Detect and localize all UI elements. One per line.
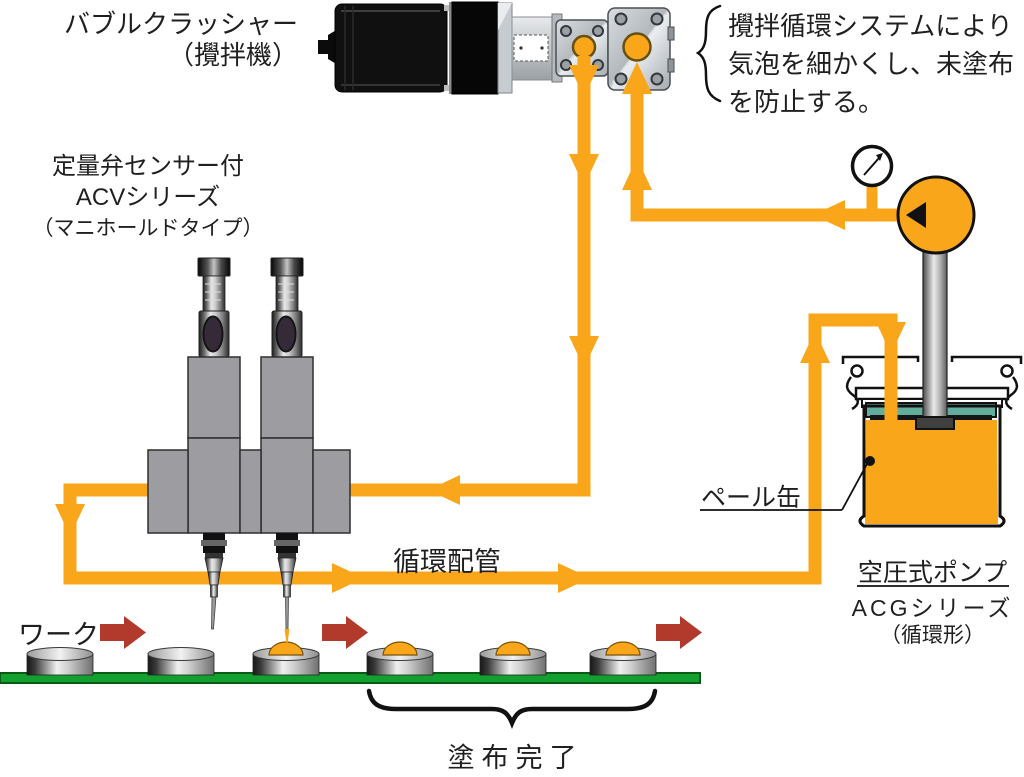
flow-arrow-right-icon: [558, 563, 590, 593]
note-line1: 攪拌循環システムにより: [728, 11, 1013, 41]
workpiece: [252, 641, 320, 676]
coating-dome: [495, 641, 531, 656]
workpiece: [26, 647, 94, 676]
workpiece: [479, 641, 547, 676]
coupling-rail: [497, 2, 553, 94]
pump-label-line2: ACGシリーズ: [851, 595, 1014, 621]
circulation-pipe-label: 循環配管: [393, 547, 501, 577]
dispensed-drop: [284, 629, 290, 647]
manifold-base: [147, 449, 351, 534]
coating-complete-brace: [366, 688, 658, 730]
workpiece: [366, 641, 434, 676]
flow-arrow-up-icon: [800, 331, 830, 363]
flow-arrow-right-icon: [332, 563, 364, 593]
workpiece-row: [26, 641, 657, 676]
direction-arrow-icon: [656, 616, 702, 649]
nozzle-1: [201, 533, 227, 630]
pressure-gauge-icon: [850, 144, 894, 188]
pump-head: [896, 175, 976, 255]
flow-arrow-down-icon: [569, 336, 599, 368]
pail-callout-line: [841, 463, 868, 511]
paint-fill: [865, 420, 998, 524]
needle: [285, 596, 289, 631]
bubble-crusher-label-line2: （攪拌機）: [167, 40, 298, 70]
valve-1: [187, 257, 241, 534]
workpiece: [589, 641, 657, 676]
sensor-window: [202, 315, 224, 353]
motor: [318, 1, 499, 95]
coating-dome: [268, 641, 304, 656]
flow-arrow-up-icon: [622, 158, 652, 190]
direction-arrows: [100, 616, 702, 649]
flow-arrow-down-icon: [569, 154, 599, 186]
pipe-supply: [630, 92, 899, 222]
note-text: 攪拌循環システムにより 気泡を細かくし、未塗布 を防止する。: [728, 7, 1014, 121]
flow-arrow-left-icon: [813, 200, 845, 230]
coating-complete-label: 塗布完了: [447, 743, 584, 773]
acv-valve-label-line1: 定量弁センサー付: [52, 153, 244, 180]
workpiece: [147, 647, 215, 676]
coating-dome: [605, 641, 641, 656]
flow-arrow-left-icon: [428, 475, 460, 505]
flow-arrow-down-icon: [876, 322, 906, 354]
acv-valve-assembly: [147, 257, 351, 647]
pipe-return: [63, 56, 898, 585]
outlet-port: [571, 34, 597, 60]
bubble-crusher-label-line1: バブルクラッシャー: [63, 9, 298, 39]
flow-arrows: [55, 62, 906, 593]
pump-rod: [915, 251, 955, 430]
pump-label-line3: （循環形）: [880, 624, 985, 647]
valve-2: [260, 257, 314, 534]
acv-valve-label-line2: ACVシリーズ: [75, 184, 221, 211]
manifold-block-2: [607, 7, 675, 91]
coating-dome: [382, 641, 418, 656]
pump-label-line1: 空圧式ポンプ: [857, 559, 1008, 587]
sensor-window: [275, 315, 297, 353]
work-label: ワーク: [18, 620, 99, 650]
note-line3: を防止する。: [728, 87, 885, 117]
flow-arrow-down-icon: [55, 504, 85, 536]
conveyor-board: [0, 672, 701, 684]
note-brace: [695, 4, 722, 103]
direction-arrow-icon: [322, 616, 368, 649]
pail-callout-dot: [865, 456, 875, 466]
flow-arrow-down-icon: [569, 65, 599, 97]
bubble-crusher-unit: [318, 1, 675, 95]
needle: [211, 596, 217, 630]
inlet-port: [622, 32, 652, 62]
note-line2: 気泡を細かくし、未塗布: [728, 49, 1015, 79]
lid-clamp-bracket: [841, 355, 1023, 364]
acv-valve-label: 定量弁センサー付 ACVシリーズ （マニホールドタイプ）: [22, 151, 274, 244]
acv-valve-label-line3: （マニホールドタイプ）: [32, 217, 264, 240]
nozzle-2: [274, 533, 300, 647]
flow-arrow-up-icon: [622, 62, 652, 94]
direction-arrow-icon: [100, 616, 146, 649]
pail-can-label: ペール缶: [701, 484, 802, 512]
bubble-crusher-label: バブルクラッシャー （攪拌機）: [40, 9, 298, 71]
pump-inlet-triangle: [906, 202, 926, 228]
